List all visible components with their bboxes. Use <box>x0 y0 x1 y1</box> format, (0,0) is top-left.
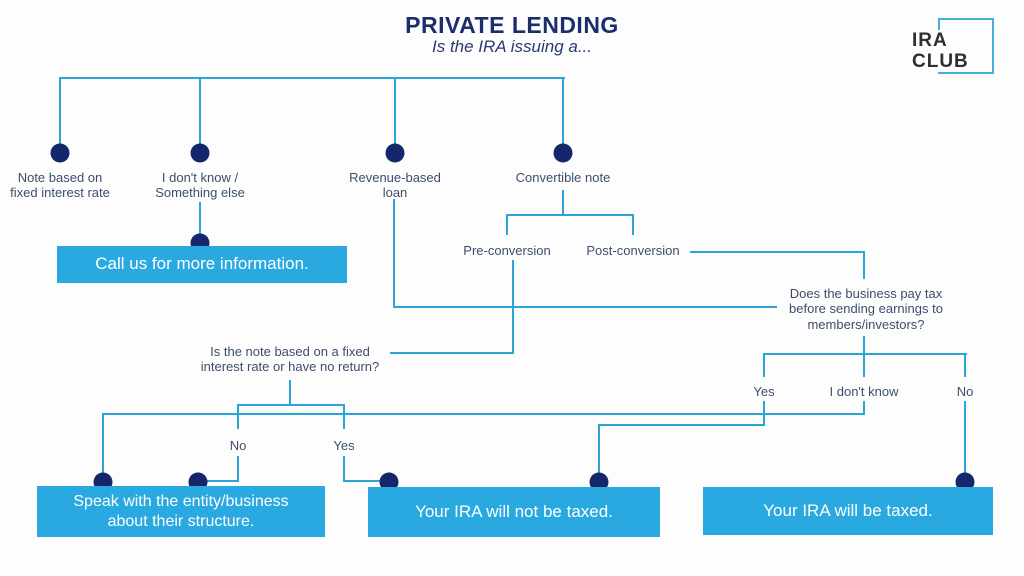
logo-line1: IRA <box>912 30 951 51</box>
connector-line <box>102 413 104 474</box>
connector-line <box>102 413 865 415</box>
logo-line2: CLUB <box>912 51 972 72</box>
option-convertible-note: Convertible note <box>515 170 611 185</box>
node-dot <box>385 143 405 163</box>
answer-business-tax-no: No <box>956 384 974 399</box>
connector-line <box>343 456 345 481</box>
connector-line <box>59 77 61 145</box>
question-business-tax: Does the business pay tax before sending… <box>789 286 943 332</box>
connector-line <box>598 424 600 474</box>
connector-line <box>964 401 966 475</box>
connector-line <box>343 404 345 429</box>
page-subtitle: Is the IRA issuing a... <box>432 37 592 56</box>
connector-line <box>394 77 396 145</box>
connector-line <box>763 353 765 377</box>
connector-line <box>863 353 865 377</box>
connector-line <box>506 214 634 216</box>
outcome-taxed: Your IRA will be taxed. <box>703 487 993 535</box>
label-pre-conversion: Pre-conversion <box>463 243 551 258</box>
connector-line <box>690 251 865 253</box>
answer-business-tax-dont-know: I don't know <box>829 384 899 399</box>
connector-line <box>632 214 634 235</box>
answer-fixed-rate-no: No <box>229 438 247 453</box>
option-dont-know: I don't know / Something else <box>155 170 245 201</box>
node-dot <box>190 143 210 163</box>
connector-line <box>289 380 291 405</box>
ira-club-logo: IRA CLUB <box>905 12 1015 87</box>
connector-line <box>512 260 514 354</box>
outcome-speak-entity: Speak with the entity/business about the… <box>37 486 325 537</box>
node-dot <box>553 143 573 163</box>
connector-line <box>506 214 508 235</box>
connector-line <box>863 336 865 354</box>
answer-fixed-rate-yes: Yes <box>333 438 355 453</box>
connector-line <box>343 480 389 482</box>
label-post-conversion: Post-conversion <box>586 243 680 258</box>
connector-line <box>964 353 966 377</box>
connector-line <box>197 480 239 482</box>
connector-line <box>199 77 201 145</box>
outcome-not-taxed: Your IRA will not be taxed. <box>368 487 660 537</box>
outcome-call-us: Call us for more information. <box>57 246 347 283</box>
connector-line <box>562 190 564 216</box>
node-dot <box>50 143 70 163</box>
node-dot <box>589 472 609 492</box>
connector-line <box>393 199 395 308</box>
connector-line <box>763 353 967 355</box>
node-dot <box>955 472 975 492</box>
connector-line <box>199 202 201 236</box>
connector-line <box>390 352 514 354</box>
connector-line <box>60 77 565 79</box>
connector-line <box>237 404 239 429</box>
connector-line <box>863 401 865 414</box>
connector-line <box>863 251 865 279</box>
connector-line <box>237 456 239 481</box>
question-fixed-rate: Is the note based on a fixed interest ra… <box>200 344 380 375</box>
answer-business-tax-yes: Yes <box>753 384 775 399</box>
connector-line <box>237 404 345 406</box>
connector-line <box>562 77 564 145</box>
node-dot <box>379 472 399 492</box>
option-revenue-loan: Revenue-based loan <box>349 170 441 201</box>
page-title: PRIVATE LENDING <box>405 12 619 38</box>
option-fixed-note: Note based on fixed interest rate <box>10 170 110 201</box>
connector-line <box>598 424 765 426</box>
connector-line <box>393 306 777 308</box>
logo-text: IRA CLUB <box>912 30 972 72</box>
